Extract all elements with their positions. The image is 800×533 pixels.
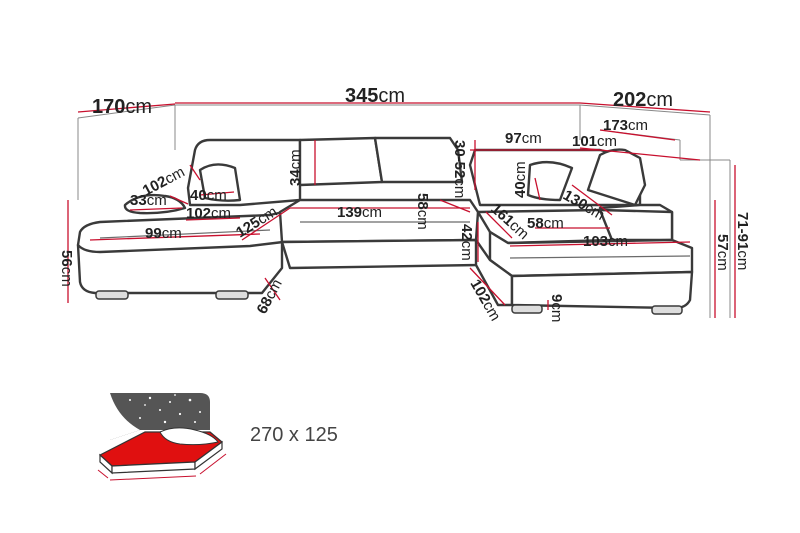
dim-total-height: 71-91cm [734,212,751,270]
dim-total-width: 345cm [345,85,405,107]
dim-left-height: 56cm [58,250,75,287]
bed-icon [97,393,227,481]
dim-middle-depth: 58cm [414,193,431,230]
dim-right-arm-depth: 101cm [572,133,617,150]
dim-right-seat-depth: 58cm [527,215,564,232]
dim-left-seat-depth: 102cm [186,205,231,222]
dim-backrest-height: 34cm [287,149,304,186]
dim-right-height: 57cm [714,234,731,271]
dimension-lines [67,102,736,318]
dim-right-back-width: 97cm [505,130,542,147]
dim-left-arm: 33cm [130,192,167,209]
sofa-body [76,136,694,310]
dim-right-inner-depth: 173cm [603,117,648,134]
dim-middle-width: 139cm [337,204,382,221]
dim-right-depth: 202cm [613,89,673,111]
dim-right-pillow: 40cm [512,161,529,198]
sofa-feet [95,290,683,315]
left-back-pillow [198,163,242,202]
dim-left-depth: 170cm [92,96,152,118]
dim-right-seat-width: 103cm [583,233,628,250]
dim-left-seat-width: 99cm [145,225,182,242]
dim-left-pillow: 40cm [190,187,227,204]
dim-headrest-range: 30-52cm [451,140,468,198]
bed-size-label: 270 x 125 [250,424,338,446]
dim-leg-height: 9cm [548,294,565,322]
dim-seat-height: 42cm [458,224,475,261]
right-back-pillow [526,160,574,202]
